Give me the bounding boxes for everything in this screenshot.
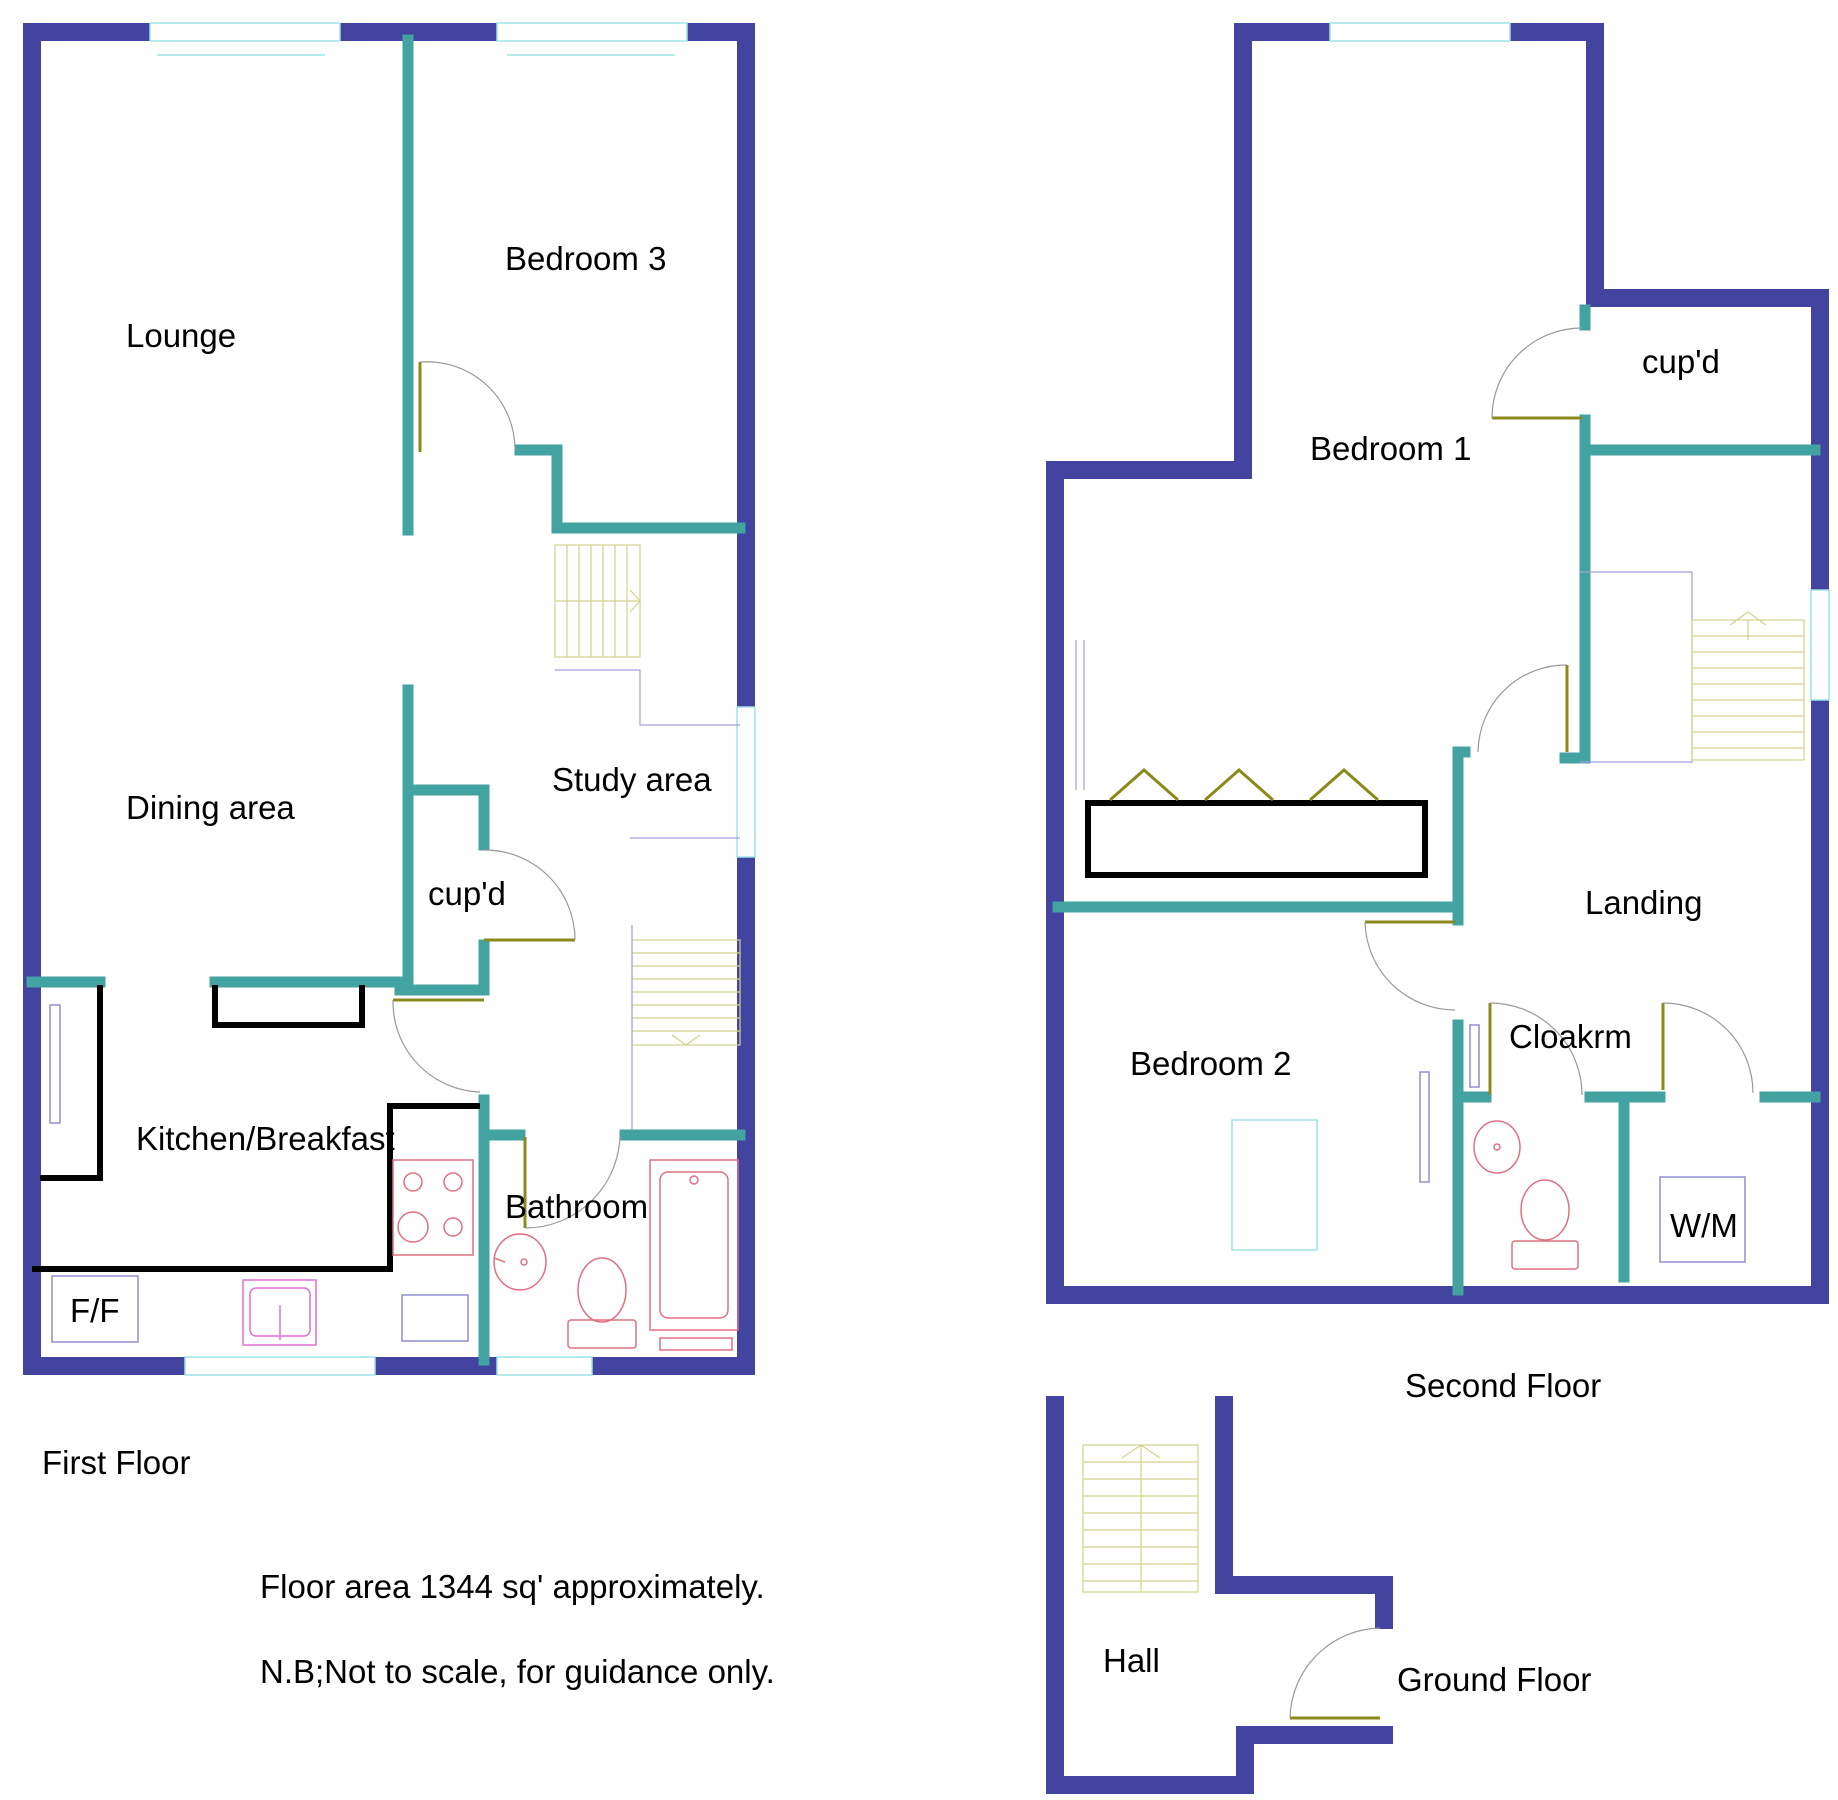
first-floor-outer-wall (23, 23, 755, 1375)
room-label-wm: W/M (1670, 1207, 1738, 1244)
wash-basin (493, 1233, 547, 1291)
note-disclaimer: N.B;Not to scale, for guidance only. (260, 1653, 775, 1690)
room-label-landing: Landing (1585, 884, 1702, 921)
room-label-study: Study area (552, 761, 712, 798)
second-floor-outer-wall (1046, 23, 1829, 1304)
stairs-upper (554, 544, 641, 658)
second-floor-plan: Bedroom 1 cup'd Landing Bedroom 2 Cloakr… (1046, 22, 1830, 1404)
cloakroom-basin (1473, 1120, 1521, 1174)
wall-bedroom3-south (514, 444, 746, 534)
room-label-cupboard-first: cup'd (428, 875, 506, 912)
window-lounge (149, 22, 341, 42)
wall-radiator-kitchen (49, 1004, 61, 1124)
room-label-ff: F/F (70, 1292, 119, 1329)
washing-machine (1659, 1176, 1746, 1263)
ground-floor-outer-wall (1046, 1396, 1393, 1794)
wall-bedroom1-landing (1559, 444, 1591, 764)
room-label-hall: Hall (1103, 1642, 1160, 1679)
cloakroom-toilet (1511, 1179, 1579, 1270)
window-study (736, 706, 756, 858)
floor-title-second: Second Floor (1405, 1367, 1601, 1404)
stairs-lower (631, 939, 741, 1046)
room-label-bedroom2: Bedroom 2 (1130, 1045, 1291, 1082)
room-label-bedroom1: Bedroom 1 (1310, 430, 1471, 467)
stairs-ground (1082, 1444, 1199, 1593)
note-floor-area: Floor area 1344 sq' approximately. (260, 1568, 765, 1605)
kitchen-sink (242, 1279, 317, 1346)
stairs-second (1691, 611, 1805, 761)
room-label-cupboard-second: cup'd (1642, 343, 1720, 380)
hob (392, 1159, 474, 1256)
bedroom2-feature (1231, 1119, 1318, 1251)
window-bathroom (496, 1356, 593, 1376)
radiator-bedroom2 (1419, 1071, 1430, 1183)
floor-title-first: First Floor (42, 1444, 191, 1481)
window-bedroom1 (1329, 22, 1511, 42)
kitchen-worktop (32, 1103, 480, 1272)
first-floor-plan: Lounge Bedroom 3 Dining area Study area … (23, 22, 756, 1481)
kitchen-appliance (401, 1294, 469, 1342)
room-label-dining: Dining area (126, 789, 295, 826)
toilet (567, 1257, 637, 1349)
window-bedroom3 (496, 22, 688, 42)
room-label-cloakroom: Cloakrm (1509, 1018, 1632, 1055)
kitchen-unit-left (40, 985, 103, 1181)
wall-cupboard (402, 784, 490, 851)
room-label-bathroom: Bathroom (505, 1188, 648, 1225)
ground-floor-plan: Hall Ground Floor (1046, 1396, 1591, 1794)
room-label-bedroom3: Bedroom 3 (505, 240, 666, 277)
bath (649, 1159, 739, 1351)
window-kitchen (184, 1356, 376, 1376)
room-label-lounge: Lounge (126, 317, 236, 354)
room-label-kitchen: Kitchen/Breakfast (136, 1120, 395, 1157)
window-landing (1810, 589, 1830, 701)
wardrobe-doors (1109, 767, 1379, 802)
wardrobe (1085, 800, 1428, 878)
radiator-cloakroom (1469, 1024, 1480, 1088)
floor-title-ground: Ground Floor (1397, 1661, 1591, 1698)
chimney-breast (212, 985, 365, 1028)
fridge-freezer (51, 1275, 139, 1343)
